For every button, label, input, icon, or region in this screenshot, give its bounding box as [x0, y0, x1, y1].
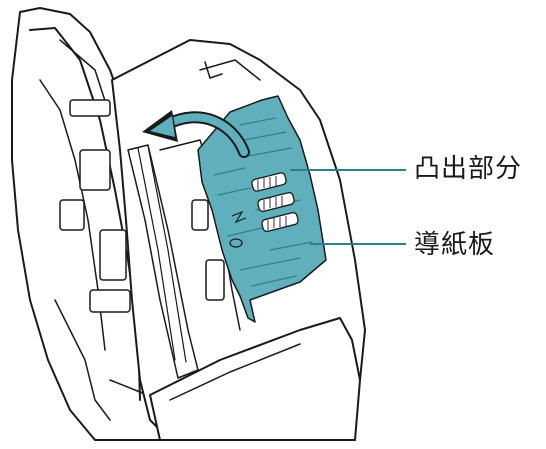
rotate-arrow-icon [142, 110, 250, 158]
label-protrusion: 凸出部分 [414, 154, 523, 184]
label-paper-guide: 導紙板 [414, 230, 496, 260]
guide-protrusion [251, 172, 299, 232]
paper-guide [197, 95, 327, 323]
